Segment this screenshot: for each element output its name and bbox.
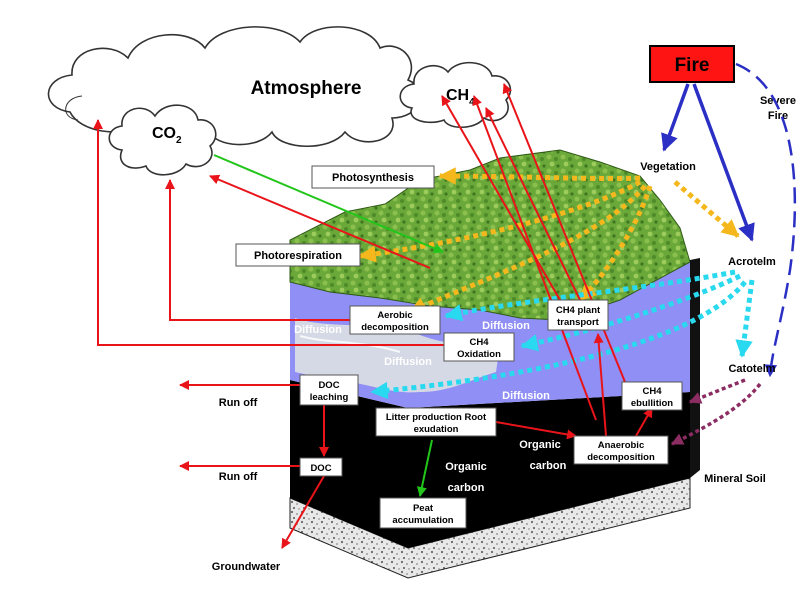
process-photosynthesis: Photosynthesis	[311, 165, 435, 189]
vegetation-label: Vegetation	[640, 161, 696, 173]
acrotelm-label: Acrotelm	[728, 256, 776, 268]
process-ch4-plant-transport: CH4 plant transport	[547, 299, 609, 331]
diffusion-label-4: Diffusion	[502, 390, 550, 402]
svg-text:Oxidation: Oxidation	[457, 349, 501, 360]
svg-text:decomposition: decomposition	[587, 452, 655, 463]
organic-carbon-label-1b: carbon	[448, 482, 485, 494]
run-off-label-2: Run off	[219, 471, 258, 483]
fire-box	[649, 45, 735, 83]
svg-text:Peat: Peat	[413, 503, 434, 514]
svg-text:transport: transport	[557, 317, 600, 328]
carbon-flux-arrows	[93, 83, 653, 549]
svg-text:Aerobic: Aerobic	[377, 310, 412, 321]
svg-text:Photorespiration: Photorespiration	[254, 250, 342, 262]
diffusion-label-1: Diffusion	[294, 324, 342, 336]
co2-cloud	[108, 104, 217, 176]
svg-text:leaching: leaching	[310, 392, 349, 403]
process-photorespiration: Photorespiration	[235, 243, 361, 267]
groundwater-label: Groundwater	[212, 561, 281, 573]
svg-text:Litter production Root: Litter production Root	[386, 412, 487, 423]
svg-text:accumulation: accumulation	[392, 515, 453, 526]
process-ch4-ebullition: CH4 ebullition	[621, 381, 683, 411]
atmosphere-label: Atmosphere	[251, 78, 362, 99]
co2-label: CO2	[152, 125, 182, 146]
process-aerobic-decomposition: Aerobic decomposition	[349, 305, 441, 335]
svg-text:DOC: DOC	[310, 463, 331, 474]
process-doc: DOC	[299, 457, 343, 477]
process-ch4-oxidation: CH4 Oxidation	[443, 332, 515, 362]
run-off-label-1: Run off	[219, 397, 258, 409]
svg-text:CH4: CH4	[642, 386, 662, 397]
atmosphere-cloud	[47, 26, 422, 148]
process-anaerobic-decomposition: Anaerobic decomposition	[573, 435, 669, 465]
svg-text:ebullition: ebullition	[631, 398, 673, 409]
process-litter-production: Litter production Root exudation	[375, 407, 497, 437]
water-flows	[370, 269, 755, 400]
organic-carbon-label-1a: Organic	[445, 461, 487, 473]
green-flows	[213, 154, 444, 497]
organic-carbon-label-2a: Organic	[519, 439, 561, 451]
mineral-soil-label: Mineral Soil	[704, 473, 766, 485]
diffusion-label-2: Diffusion	[482, 320, 530, 332]
process-doc-leaching: DOC leaching	[299, 374, 359, 406]
svg-text:DOC: DOC	[318, 380, 339, 391]
svg-text:exudation: exudation	[414, 424, 459, 435]
severe-fire-label-line2: Fire	[768, 110, 788, 122]
process-peat-accumulation: Peat accumulation	[379, 497, 467, 529]
vegetation-flows	[358, 167, 740, 315]
svg-text:CH4: CH4	[469, 337, 489, 348]
catotelm-flows	[670, 378, 762, 446]
svg-text:Photosynthesis: Photosynthesis	[332, 172, 414, 184]
svg-text:decomposition: decomposition	[361, 322, 429, 333]
svg-text:Anaerobic: Anaerobic	[598, 440, 644, 451]
fire-arrows	[661, 62, 797, 378]
organic-carbon-label-2b: carbon	[530, 460, 567, 472]
svg-text:CH4 plant: CH4 plant	[556, 305, 601, 316]
severe-fire-label-line1: Severe	[760, 95, 796, 107]
fire-label: Fire	[675, 55, 710, 76]
diffusion-label-3: Diffusion	[384, 356, 432, 368]
catotelm-label: Catotelm	[728, 363, 775, 375]
ch4-label: CH4	[446, 87, 475, 108]
